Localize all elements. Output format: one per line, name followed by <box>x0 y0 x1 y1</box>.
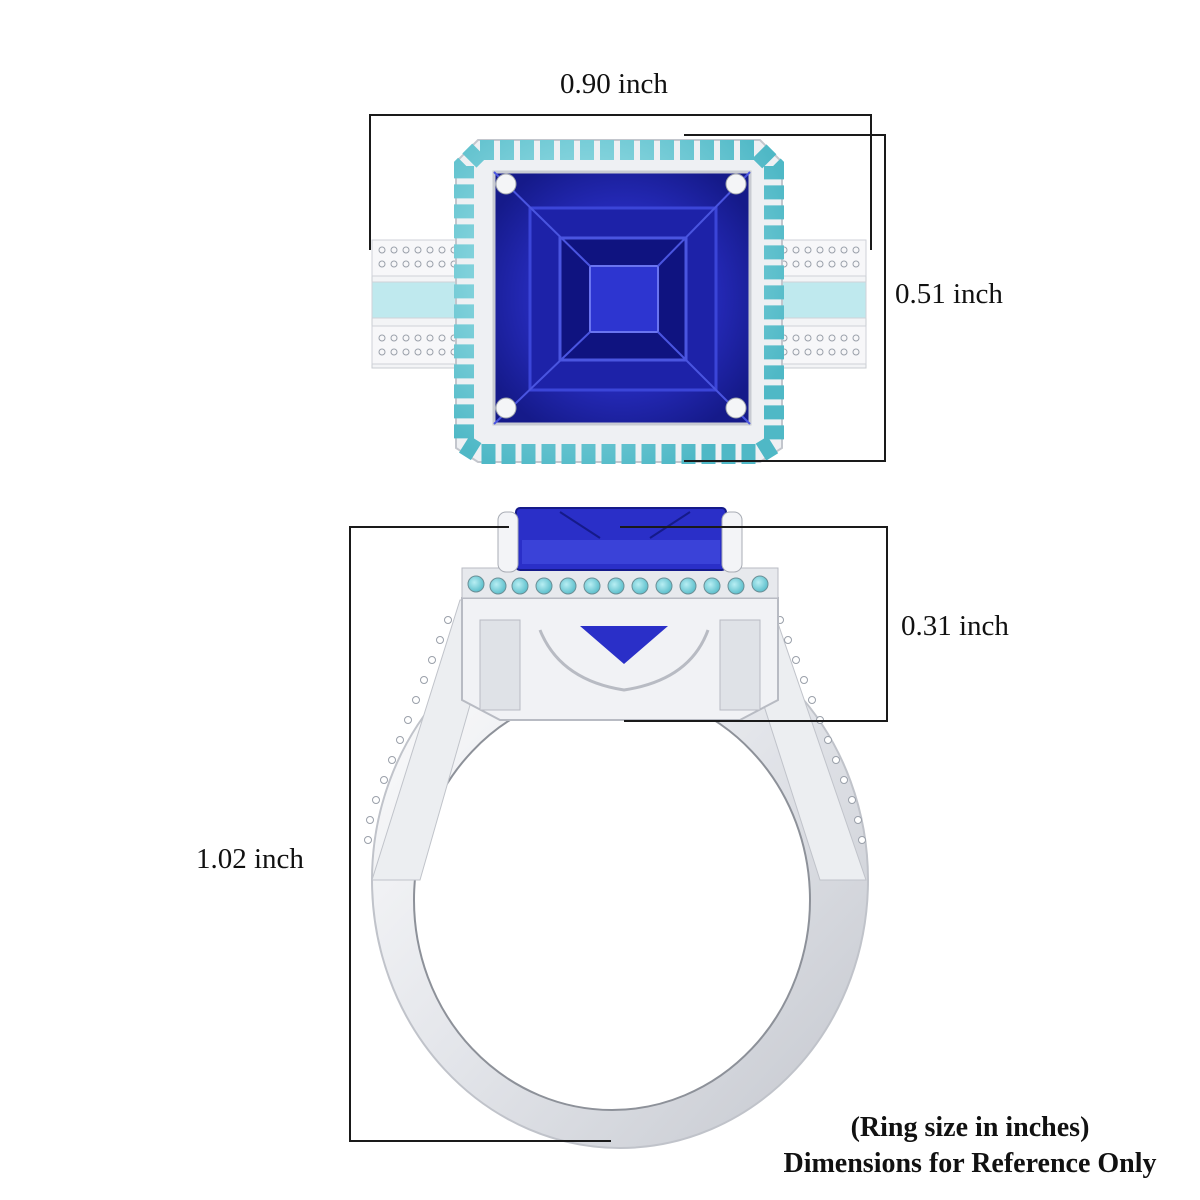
side-view-ring <box>364 507 869 1149</box>
top-view-ring <box>371 139 867 464</box>
dim-label-total-height: 1.02 inch <box>196 843 304 875</box>
dim-line-head-bottom <box>624 720 888 722</box>
dim-line-top-height-top <box>684 134 886 136</box>
dim-line-top-height-bottom <box>684 460 886 462</box>
dim-line-top-height-right <box>884 134 886 462</box>
dim-line-top-width-right <box>870 114 872 250</box>
dim-line-head-top <box>620 526 888 528</box>
dim-label-top-height: 0.51 inch <box>895 278 1003 310</box>
dim-line-top-width-left <box>369 114 371 250</box>
dim-line-total-left <box>349 526 351 1142</box>
caption: (Ring size in inches) Dimensions for Ref… <box>740 1110 1200 1183</box>
dim-label-head-height: 0.31 inch <box>901 610 1009 642</box>
caption-line-reference: Dimensions for Reference Only <box>783 1148 1157 1180</box>
dim-line-top-width-top <box>369 114 872 116</box>
dim-line-head-right <box>886 526 888 722</box>
caption-line-ring-size: (Ring size in inches) <box>850 1112 1090 1143</box>
dim-line-total-top <box>349 526 509 528</box>
dim-line-total-bottom <box>349 1140 611 1142</box>
dim-label-top-width: 0.90 inch <box>560 68 668 100</box>
